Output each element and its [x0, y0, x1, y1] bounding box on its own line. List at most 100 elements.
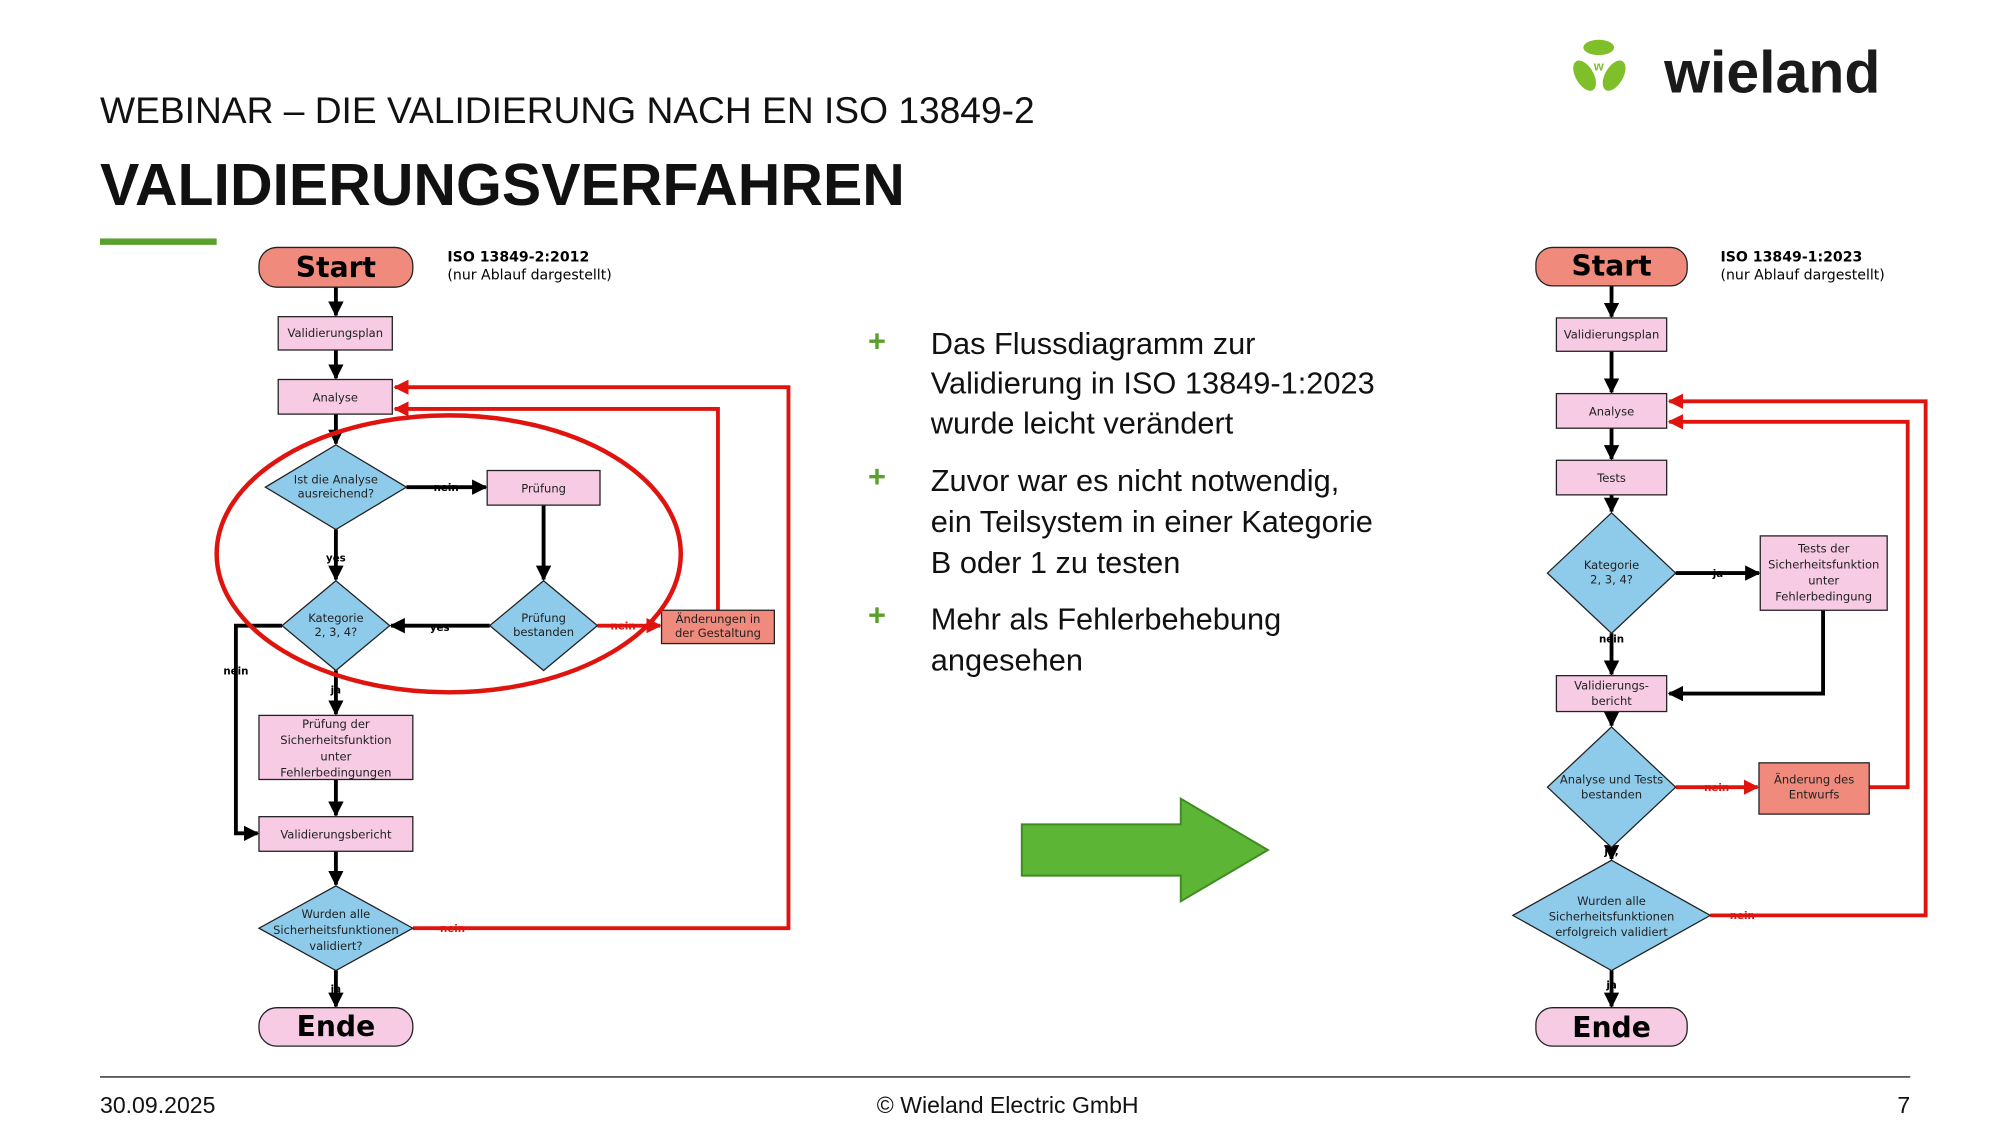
decision-label: 2, 3, 4? [1590, 572, 1633, 586]
decision-kategorie [281, 579, 391, 672]
edge-label: nein [440, 923, 465, 935]
diagram-standard-label: ISO 13849-2:2012 [447, 250, 589, 266]
bullet-text: Zuvor war es nicht notwendig, [931, 463, 1340, 498]
bullet-text: ein Teilsystem in einer Kategorie [931, 504, 1373, 539]
analyse-box [1555, 392, 1668, 429]
validierungsplan-box [277, 316, 393, 351]
validierungsbericht-box [258, 816, 414, 852]
decision-alle-validiert [257, 885, 415, 972]
end-label: Ende [1572, 1011, 1651, 1044]
start-label: Start [296, 251, 376, 284]
decision-label: Analyse und Tests [1560, 772, 1663, 786]
title-accent-bar [100, 238, 217, 245]
analyse-label: Analyse [313, 390, 358, 404]
box-label: Änderungen in [676, 611, 761, 626]
decision-label: Wurden alle [1577, 894, 1646, 908]
decision-label: Prüfung [521, 611, 566, 625]
logo-mark: w [1593, 59, 1604, 74]
edge-label: nein [1704, 782, 1729, 794]
decision-label: Kategorie [1584, 558, 1639, 572]
slide-title: VALIDIERUNGSVERFAHREN [100, 153, 905, 218]
box-label: Fehlerbedingung [1775, 590, 1872, 604]
footer-page-number: 7 [1897, 1092, 1910, 1118]
decision-label: 2, 3, 4? [315, 625, 358, 639]
highlight-ellipse [214, 413, 684, 695]
decision-label: Kategorie [308, 611, 363, 625]
bullet-text: Mehr als Fehlerbehebung [931, 601, 1281, 636]
edge-label: nein [223, 665, 248, 677]
edge-label: ja [1712, 568, 1724, 580]
slide-subtitle: WEBINAR – DIE VALIDIERUNG NACH EN ISO 13… [100, 89, 1035, 131]
start-node [258, 246, 414, 288]
decision-label: bestanden [513, 625, 574, 639]
decision-pruefung-bestanden [488, 579, 599, 672]
box-label: unter [1808, 574, 1839, 588]
arrow-right-icon [1020, 797, 1270, 903]
edge-label: nein [1599, 633, 1624, 645]
bullet-text: Das Flussdiagramm zur [931, 326, 1256, 361]
flowchart-iso-13849-2-2012: ISO 13849-2:2012 (nur Ablauf dargestellt… [214, 246, 791, 1047]
decision-analyse-ausreichend [264, 444, 408, 531]
bullet-plus-icon: + [868, 323, 886, 358]
aenderung-entwurf-box [1758, 762, 1870, 815]
edge-label: ja [330, 983, 342, 995]
decision-label: ausreichend? [298, 486, 375, 500]
box-label: Sicherheitsfunktion [280, 733, 391, 747]
diagram-note: (nur Ablauf dargestellt) [447, 267, 611, 283]
validierungsplan-label: Validierungsplan [1564, 327, 1660, 341]
analyse-label: Analyse [1589, 404, 1634, 418]
decision-alle-validiert [1511, 859, 1712, 972]
pruefung-sicherheitsfunktion-box [258, 714, 414, 781]
decision-label: validiert? [309, 939, 362, 953]
bullet-item: Zuvor war es nicht notwendig, ein Teilsys… [931, 463, 1373, 580]
edge-label: nein [1730, 910, 1755, 922]
end-node [1535, 1007, 1688, 1047]
diagram-note: (nur Ablauf dargestellt) [1721, 267, 1885, 283]
decision-label: Sicherheitsfunktionen [1549, 910, 1675, 924]
tests-box [1555, 459, 1668, 496]
box-label: Tests der [1797, 542, 1850, 556]
validierungsbericht-label: Validierungsbericht [280, 827, 392, 841]
start-label: Start [1571, 250, 1651, 283]
decision-label: Ist die Analyse [294, 472, 378, 486]
end-node [258, 1007, 414, 1047]
svg-text:Validierungs-bericht: Validierungs-bericht [1574, 679, 1649, 708]
edge-label: ja, [1603, 846, 1618, 858]
box-label: Entwurfs [1789, 788, 1840, 802]
edge-label: ja [330, 685, 342, 697]
decision-label: erfolgreich validiert [1555, 925, 1668, 939]
tests-sicherheitsfunktion-box [1759, 535, 1888, 611]
bullet-text: angesehen [931, 643, 1083, 678]
tests-label: Tests [1596, 471, 1626, 485]
bullet-plus-icon: + [868, 598, 886, 633]
decision-analyse-tests-bestanden [1546, 726, 1677, 849]
pruefung-label: Prüfung [521, 481, 566, 495]
edge-label: yes [430, 622, 450, 634]
footer-date: 30.09.2025 [100, 1092, 215, 1118]
edge-label: ja [1605, 979, 1617, 991]
decision-kategorie [1546, 511, 1677, 635]
box-label: Validierungs- [1574, 679, 1649, 693]
box-label: Fehlerbedingungen [280, 765, 391, 779]
edge-label: nein [434, 482, 459, 494]
end-label: Ende [297, 1010, 376, 1043]
aenderungen-box [660, 609, 776, 645]
start-node [1535, 246, 1688, 287]
bullet-text: Validierung in ISO 13849-1:2023 [931, 366, 1375, 401]
validierungsplan-box [1555, 317, 1668, 352]
bullet-text: wurde leicht verändert [930, 405, 1234, 440]
logo-wordmark: wieland [1663, 40, 1880, 105]
logo-leaf-icon: w [1573, 39, 1626, 91]
analyse-box [277, 378, 393, 415]
